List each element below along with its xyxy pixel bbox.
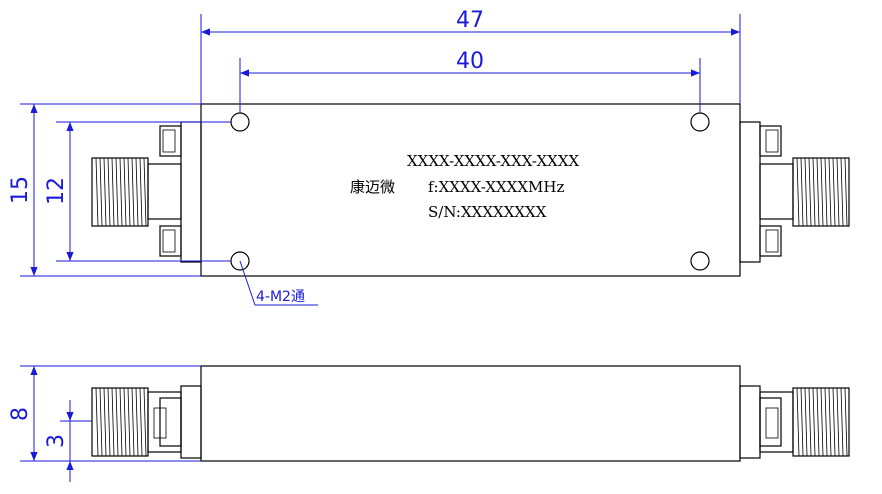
thread-line [828,387,832,457]
right-connector-side [739,385,850,459]
thread-line [139,387,143,457]
right-connector-top [739,121,850,263]
serial-text: S/N:XXXXXXXX [428,203,547,221]
thread-line [800,157,804,227]
dim-hole-spacing: 40 [456,49,484,74]
thread-line [828,157,832,227]
dim-height: 15 [8,176,33,204]
dim-hole-vertical-spacing: 12 [44,177,69,205]
thread-line [139,157,143,227]
thread-line [111,157,115,227]
thread-line [816,157,820,227]
thread-line [796,157,800,227]
thread-line [804,387,808,457]
part-number-text: XXXX-XXXX-XXX-XXXX [407,152,579,170]
thread-line [107,387,111,457]
thread-line [115,157,119,227]
thread-line [99,387,103,457]
thread-line [808,157,812,227]
dim-connector-offset: 3 [44,434,69,448]
brand-text: 康迈微 [350,178,395,196]
dim-thickness: 8 [8,407,33,421]
thread-line [820,157,824,227]
thread-line [836,387,840,457]
filter-body-side [200,365,741,462]
thread-line [131,157,135,227]
thread-line [844,387,848,457]
thread-line [812,387,816,457]
thread-line [820,387,824,457]
thread-line [119,387,123,457]
left-connector-side [91,385,202,459]
thread-line [103,387,107,457]
thread-line [135,157,139,227]
thread-line [95,387,99,457]
thread-line [115,387,119,457]
mounting-hole [690,251,710,271]
thread-line [127,387,131,457]
mounting-hole [230,112,250,132]
thread-line [123,387,127,457]
thread-line [832,387,836,457]
thread-line [103,157,107,227]
thread-line [824,157,828,227]
thread-line [123,157,127,227]
top-view: XXXX-XXXX-XXX-XXXX 康迈微 f:XXXX-XXXXMHz S/… [91,103,850,277]
thread-line [796,387,800,457]
thread-line [840,157,844,227]
thread-line [143,387,147,457]
thread-line [135,387,139,457]
thread-line [816,387,820,457]
side-view [91,365,850,462]
thread-line [127,157,131,227]
thread-line [95,157,99,227]
thread-line [107,157,111,227]
dimensions-top: 47 40 15 12 4-M2通 [8,8,741,306]
thread-line [824,387,828,457]
thread-line [119,157,123,227]
thread-line [99,157,103,227]
hole-leader [239,260,256,306]
mounting-hole [690,112,710,132]
thread-line [111,387,115,457]
dim-overall-length: 47 [456,8,484,33]
thread-line [804,157,808,227]
thread-line [844,157,848,227]
frequency-text: f:XXXX-XXXXMHz [428,178,564,196]
thread-line [812,157,816,227]
thread-line [836,157,840,227]
hole-note: 4-M2通 [256,289,305,305]
thread-line [832,157,836,227]
thread-line [800,387,804,457]
dimensions-side: 8 3 [8,365,201,482]
thread-line [131,387,135,457]
left-connector-top [91,121,202,263]
thread-line [808,387,812,457]
thread-line [840,387,844,457]
thread-line [143,157,147,227]
